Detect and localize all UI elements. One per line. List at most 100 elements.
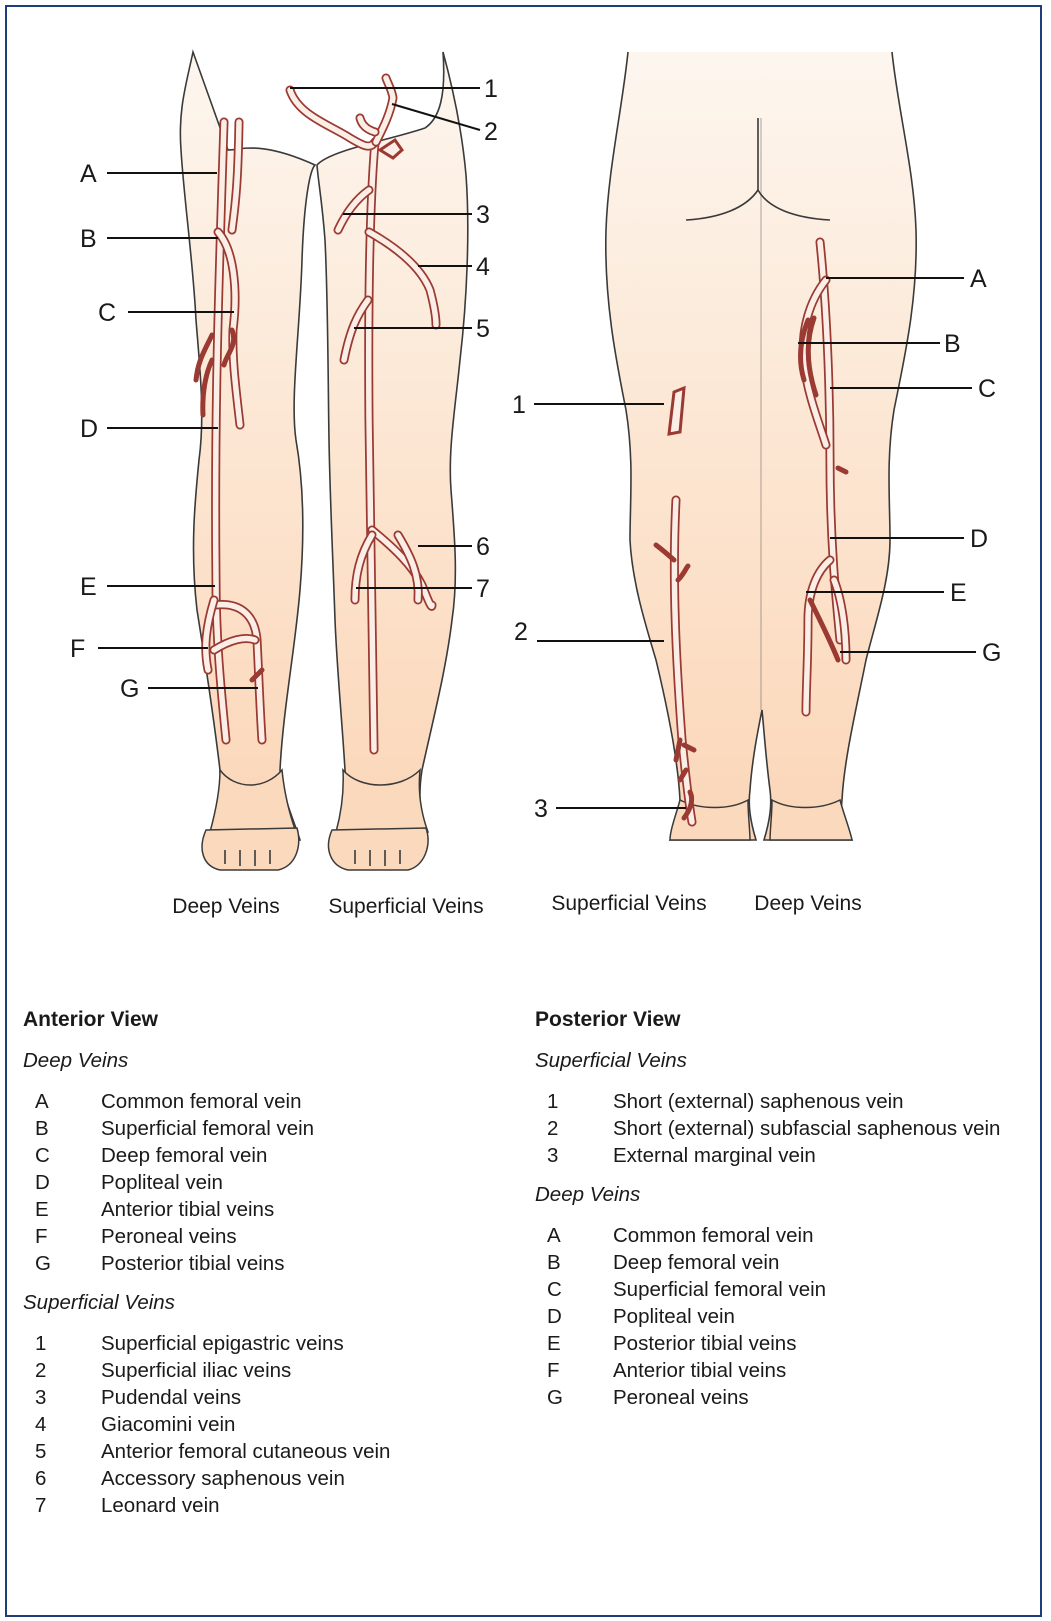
legend-item-key: G xyxy=(535,1384,613,1411)
legend-item: 6Accessory saphenous vein xyxy=(23,1465,493,1492)
anterior-left-leg xyxy=(180,52,315,840)
legend-item-key: 5 xyxy=(23,1438,101,1465)
legend-item-text: Peroneal veins xyxy=(101,1223,493,1250)
posterior-deep-labels: A B C D E G xyxy=(944,265,1001,667)
legend-item-key: 2 xyxy=(535,1115,613,1142)
anterior-right-foot xyxy=(329,828,428,870)
legend-item-key: G xyxy=(23,1250,101,1277)
label-ant-D: D xyxy=(80,415,98,443)
legend-item-text: Giacomini vein xyxy=(101,1411,493,1438)
legend-item-key: 3 xyxy=(23,1384,101,1411)
legend-item: CSuperficial femoral vein xyxy=(535,1276,1025,1303)
label-ant-F: F xyxy=(70,635,85,663)
legend-item-key: 1 xyxy=(23,1330,101,1357)
legend-item: DPopliteal vein xyxy=(535,1303,1025,1330)
legend-item: 3External marginal vein xyxy=(535,1142,1025,1169)
legend-item-text: Anterior femoral cutaneous vein xyxy=(101,1438,493,1465)
legend-item-key: D xyxy=(23,1169,101,1196)
legend-posterior-title: Posterior View xyxy=(535,1006,1025,1033)
label-post-2: 2 xyxy=(514,618,528,646)
anterior-superficial-labels: 1 2 3 4 5 6 7 xyxy=(476,75,498,603)
posterior-legs: 1 2 3 A B C D E G Superficial Veins Deep… xyxy=(512,52,1001,915)
legend-item-key: 2 xyxy=(23,1357,101,1384)
caption-anterior-superficial: Superficial Veins xyxy=(328,895,483,918)
label-post-B: B xyxy=(944,330,961,358)
legend-item-key: F xyxy=(535,1357,613,1384)
label-ant-4: 4 xyxy=(476,253,490,281)
label-post-3: 3 xyxy=(534,795,548,823)
label-ant-1: 1 xyxy=(484,75,498,103)
legend-item-text: Superficial epigastric veins xyxy=(101,1330,493,1357)
legend-item-text: Leonard vein xyxy=(101,1492,493,1519)
legend-item-key: 4 xyxy=(23,1411,101,1438)
legend-item-key: C xyxy=(23,1142,101,1169)
legend-item: GPosterior tibial veins xyxy=(23,1250,493,1277)
label-ant-7: 7 xyxy=(476,575,490,603)
legend-item-key: B xyxy=(23,1115,101,1142)
legend-item: 1Superficial epigastric veins xyxy=(23,1330,493,1357)
legend-anterior-superficial-title: Superficial Veins xyxy=(23,1289,493,1316)
label-ant-C: C xyxy=(98,299,116,327)
legend-item-text: Short (external) saphenous vein xyxy=(613,1088,1025,1115)
legend-anterior-deep-title: Deep Veins xyxy=(23,1047,493,1074)
legend-posterior-deep-title: Deep Veins xyxy=(535,1181,1025,1208)
anterior-deep-labels: A B C D E F G xyxy=(70,160,139,703)
anterior-left-foot xyxy=(202,828,299,870)
legend-item-text: Superficial iliac veins xyxy=(101,1357,493,1384)
legend-item-key: 3 xyxy=(535,1142,613,1169)
legend-item-key: E xyxy=(535,1330,613,1357)
legend-item: BDeep femoral vein xyxy=(535,1249,1025,1276)
label-post-A: A xyxy=(970,265,987,293)
caption-posterior-deep: Deep Veins xyxy=(754,892,861,915)
legend-item-text: Popliteal vein xyxy=(613,1303,1025,1330)
legend-item-key: A xyxy=(23,1088,101,1115)
posterior-superficial-labels: 1 2 3 xyxy=(512,391,548,823)
legend-item-text: Deep femoral vein xyxy=(101,1142,493,1169)
legend-item-text: Common femoral vein xyxy=(613,1222,1025,1249)
legend-anterior-title: Anterior View xyxy=(23,1006,493,1033)
legend-item-text: Superficial femoral vein xyxy=(613,1276,1025,1303)
legend-item-text: Deep femoral vein xyxy=(613,1249,1025,1276)
legend-item-key: C xyxy=(535,1276,613,1303)
caption-posterior-superficial: Superficial Veins xyxy=(551,892,706,915)
label-post-1: 1 xyxy=(512,391,526,419)
label-ant-E: E xyxy=(80,573,97,601)
anterior-legs: A B C D E F G 1 2 3 4 5 6 7 Deep Veins S… xyxy=(70,52,498,918)
legend-item-text: External marginal vein xyxy=(613,1142,1025,1169)
legend-item-text: Popliteal vein xyxy=(101,1169,493,1196)
label-ant-B: B xyxy=(80,225,97,253)
anterior-right-leg xyxy=(317,52,468,840)
label-ant-5: 5 xyxy=(476,315,490,343)
label-post-E: E xyxy=(950,579,967,607)
label-post-D: D xyxy=(970,525,988,553)
legend-item-text: Accessory saphenous vein xyxy=(101,1465,493,1492)
legend-item-key: E xyxy=(23,1196,101,1223)
legend-item-text: Short (external) subfascial saphenous ve… xyxy=(613,1115,1025,1142)
legend-item-key: A xyxy=(535,1222,613,1249)
legend-item: CDeep femoral vein xyxy=(23,1142,493,1169)
label-ant-2: 2 xyxy=(484,118,498,146)
label-ant-G: G xyxy=(120,675,139,703)
label-ant-6: 6 xyxy=(476,533,490,561)
legend-item-text: Posterior tibial veins xyxy=(101,1250,493,1277)
legend-item-key: 1 xyxy=(535,1088,613,1115)
legend-item-key: 6 xyxy=(23,1465,101,1492)
